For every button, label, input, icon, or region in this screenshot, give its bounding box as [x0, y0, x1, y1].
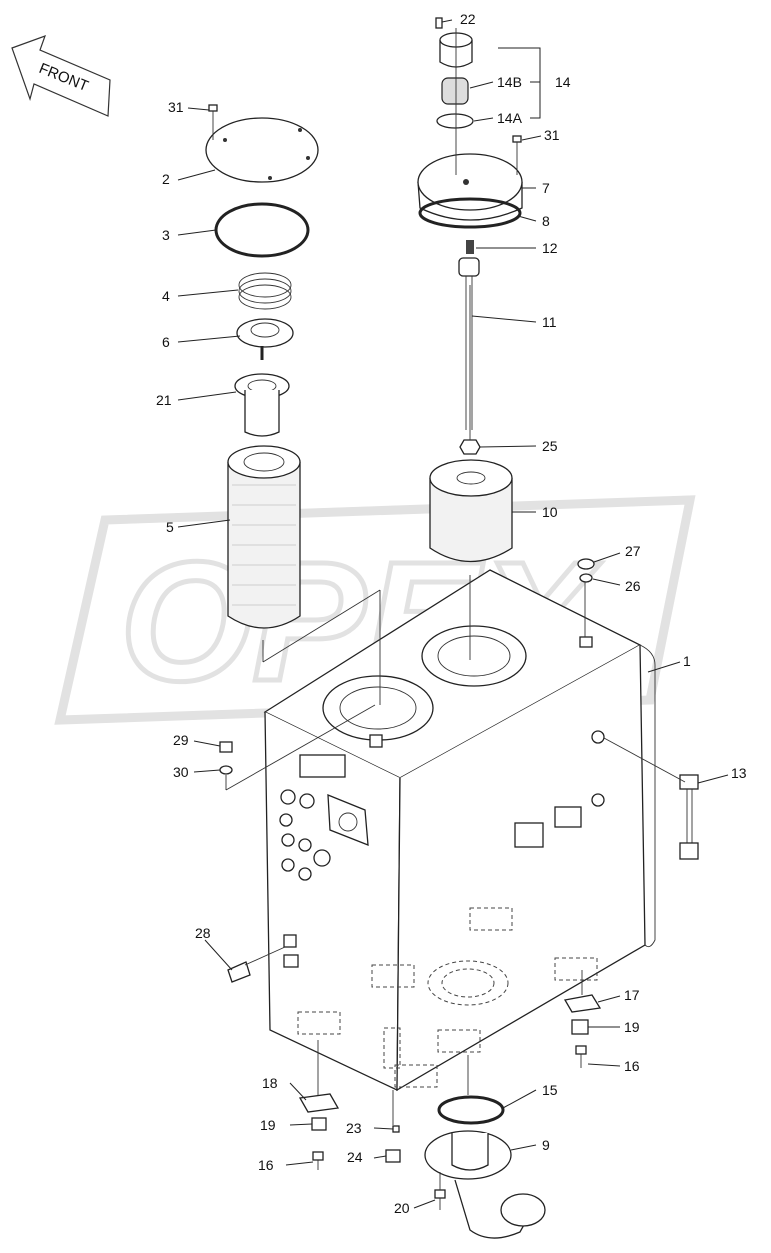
strainer-21: [234, 373, 290, 437]
assembly-centerlines: [212, 28, 686, 1190]
callout-31-right: 31: [544, 127, 560, 143]
bolt-29-washer-30: [219, 741, 233, 775]
callout-3: 3: [162, 227, 170, 243]
mount-19-right: [571, 1019, 589, 1035]
callout-14B: 14B: [497, 74, 522, 90]
shim-17: [563, 994, 602, 1013]
shim-18: [298, 1093, 340, 1113]
bolt-20: [434, 1189, 446, 1210]
callout-11: 11: [542, 314, 557, 330]
callout-22: 22: [460, 11, 476, 27]
bolt-16-right: [575, 1045, 587, 1068]
callout-19-left: 19: [260, 1117, 276, 1133]
washer-23: [392, 1125, 400, 1133]
valve-6: [236, 318, 294, 360]
spring-12: [466, 240, 474, 254]
breather-element-14B: [441, 77, 469, 105]
callout-4: 4: [162, 288, 170, 304]
sensor-28: [227, 934, 299, 983]
callout-17: 17: [624, 987, 640, 1003]
breather-gasket-14A: [436, 113, 474, 129]
callout-10: 10: [542, 504, 558, 520]
callout-20: 20: [394, 1200, 410, 1216]
callout-13: 13: [731, 765, 747, 781]
bolt-27-washer-26: [577, 558, 595, 583]
callout-7: 7: [542, 180, 550, 196]
hydraulic-tank-1: [263, 569, 656, 1092]
mount-19-left: [311, 1117, 327, 1131]
callout-31-left: 31: [168, 99, 184, 115]
suction-pipe-9: [424, 1130, 546, 1239]
cover-7: [417, 153, 523, 221]
bolt-16-left: [312, 1151, 324, 1170]
callout-numbers: 22 14B 14 14A 31 31 7 2 8 3 12 4 11 6 21…: [156, 11, 747, 1216]
callout-16-left: 16: [258, 1157, 274, 1173]
callout-2: 2: [162, 171, 170, 187]
cover-plate-2: [205, 117, 319, 183]
callout-14A: 14A: [497, 110, 523, 126]
drain-plug-24: [385, 1149, 401, 1163]
callout-12: 12: [542, 240, 558, 256]
rod-11: [458, 257, 480, 430]
callout-24: 24: [347, 1149, 363, 1165]
callout-25: 25: [542, 438, 558, 454]
gasket-8: [418, 197, 522, 229]
callout-14: 14: [555, 74, 571, 90]
callout-16-right: 16: [624, 1058, 640, 1074]
filter-element-5: [227, 445, 301, 629]
callout-1: 1: [683, 653, 691, 669]
o-ring-15: [437, 1095, 505, 1125]
callout-15: 15: [542, 1082, 558, 1098]
bolt-31-left: [208, 104, 218, 124]
front-arrow-icon: FRONT: [11, 35, 111, 117]
filter-10: [429, 459, 513, 563]
spring-4: [238, 272, 292, 310]
callout-18: 18: [262, 1075, 278, 1091]
callout-21: 21: [156, 392, 172, 408]
level-gauge-13: [679, 774, 699, 860]
o-ring-3: [214, 202, 310, 258]
callout-5: 5: [166, 519, 174, 535]
leader-lines: [177, 19, 729, 1209]
callout-6: 6: [162, 334, 170, 350]
callout-29: 29: [173, 732, 189, 748]
callout-26: 26: [625, 578, 641, 594]
callout-27: 27: [625, 543, 641, 559]
callout-8: 8: [542, 213, 550, 229]
callout-9: 9: [542, 1137, 550, 1153]
callout-28: 28: [195, 925, 211, 941]
callout-19-right: 19: [624, 1019, 640, 1035]
tank-dashed-hidden: [297, 907, 598, 1088]
callout-30: 30: [173, 764, 189, 780]
nut-25: [459, 439, 481, 455]
tank-ports: [279, 730, 605, 881]
callout-23: 23: [346, 1120, 362, 1136]
bolt-31-right: [512, 135, 522, 156]
